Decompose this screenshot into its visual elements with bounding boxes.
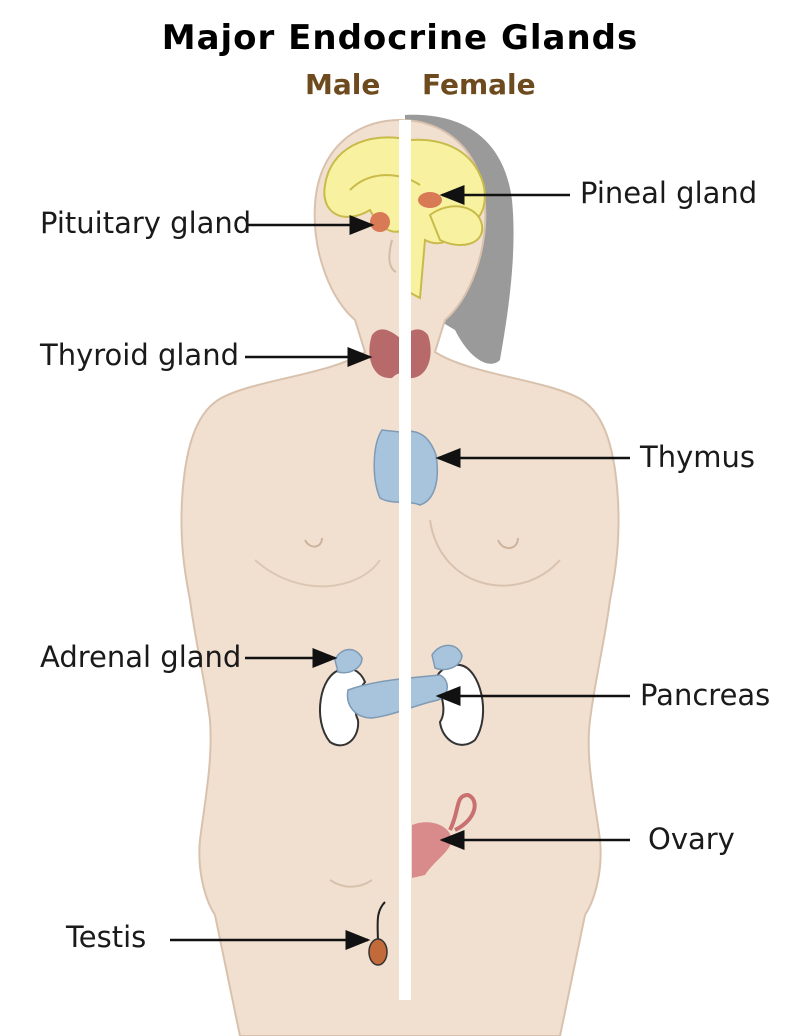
label-pineal-gland: Pineal gland [580, 176, 758, 210]
navel-mark [329, 879, 373, 888]
label-pituitary-gland: Pituitary gland [40, 206, 252, 240]
label-thyroid-gland: Thyroid gland [40, 338, 239, 372]
label-pancreas: Pancreas [640, 678, 771, 712]
male-chest-curve [254, 559, 381, 588]
pineal-gland-shape [418, 192, 442, 208]
female-nipple [497, 537, 519, 549]
fallopian-tube [448, 792, 477, 832]
pituitary-gland-shape [370, 212, 390, 232]
diagram-title: Major Endocrine Glands [161, 18, 639, 58]
female-breast-curve [429, 519, 561, 587]
label-adrenal-gland: Adrenal gland [40, 640, 242, 674]
label-thymus: Thymus [640, 440, 755, 474]
female-adrenal-shape [431, 644, 463, 671]
brain-fold [349, 174, 421, 191]
label-testis: Testis [66, 920, 147, 954]
testis-shape [368, 938, 388, 966]
nose-mark [388, 239, 397, 273]
male-nipple [304, 537, 323, 548]
cerebellum [428, 205, 484, 246]
male-adrenal-shape [334, 648, 363, 674]
male-label: Male [305, 68, 381, 101]
label-ovary: Ovary [648, 822, 735, 856]
female-label: Female [422, 68, 536, 101]
